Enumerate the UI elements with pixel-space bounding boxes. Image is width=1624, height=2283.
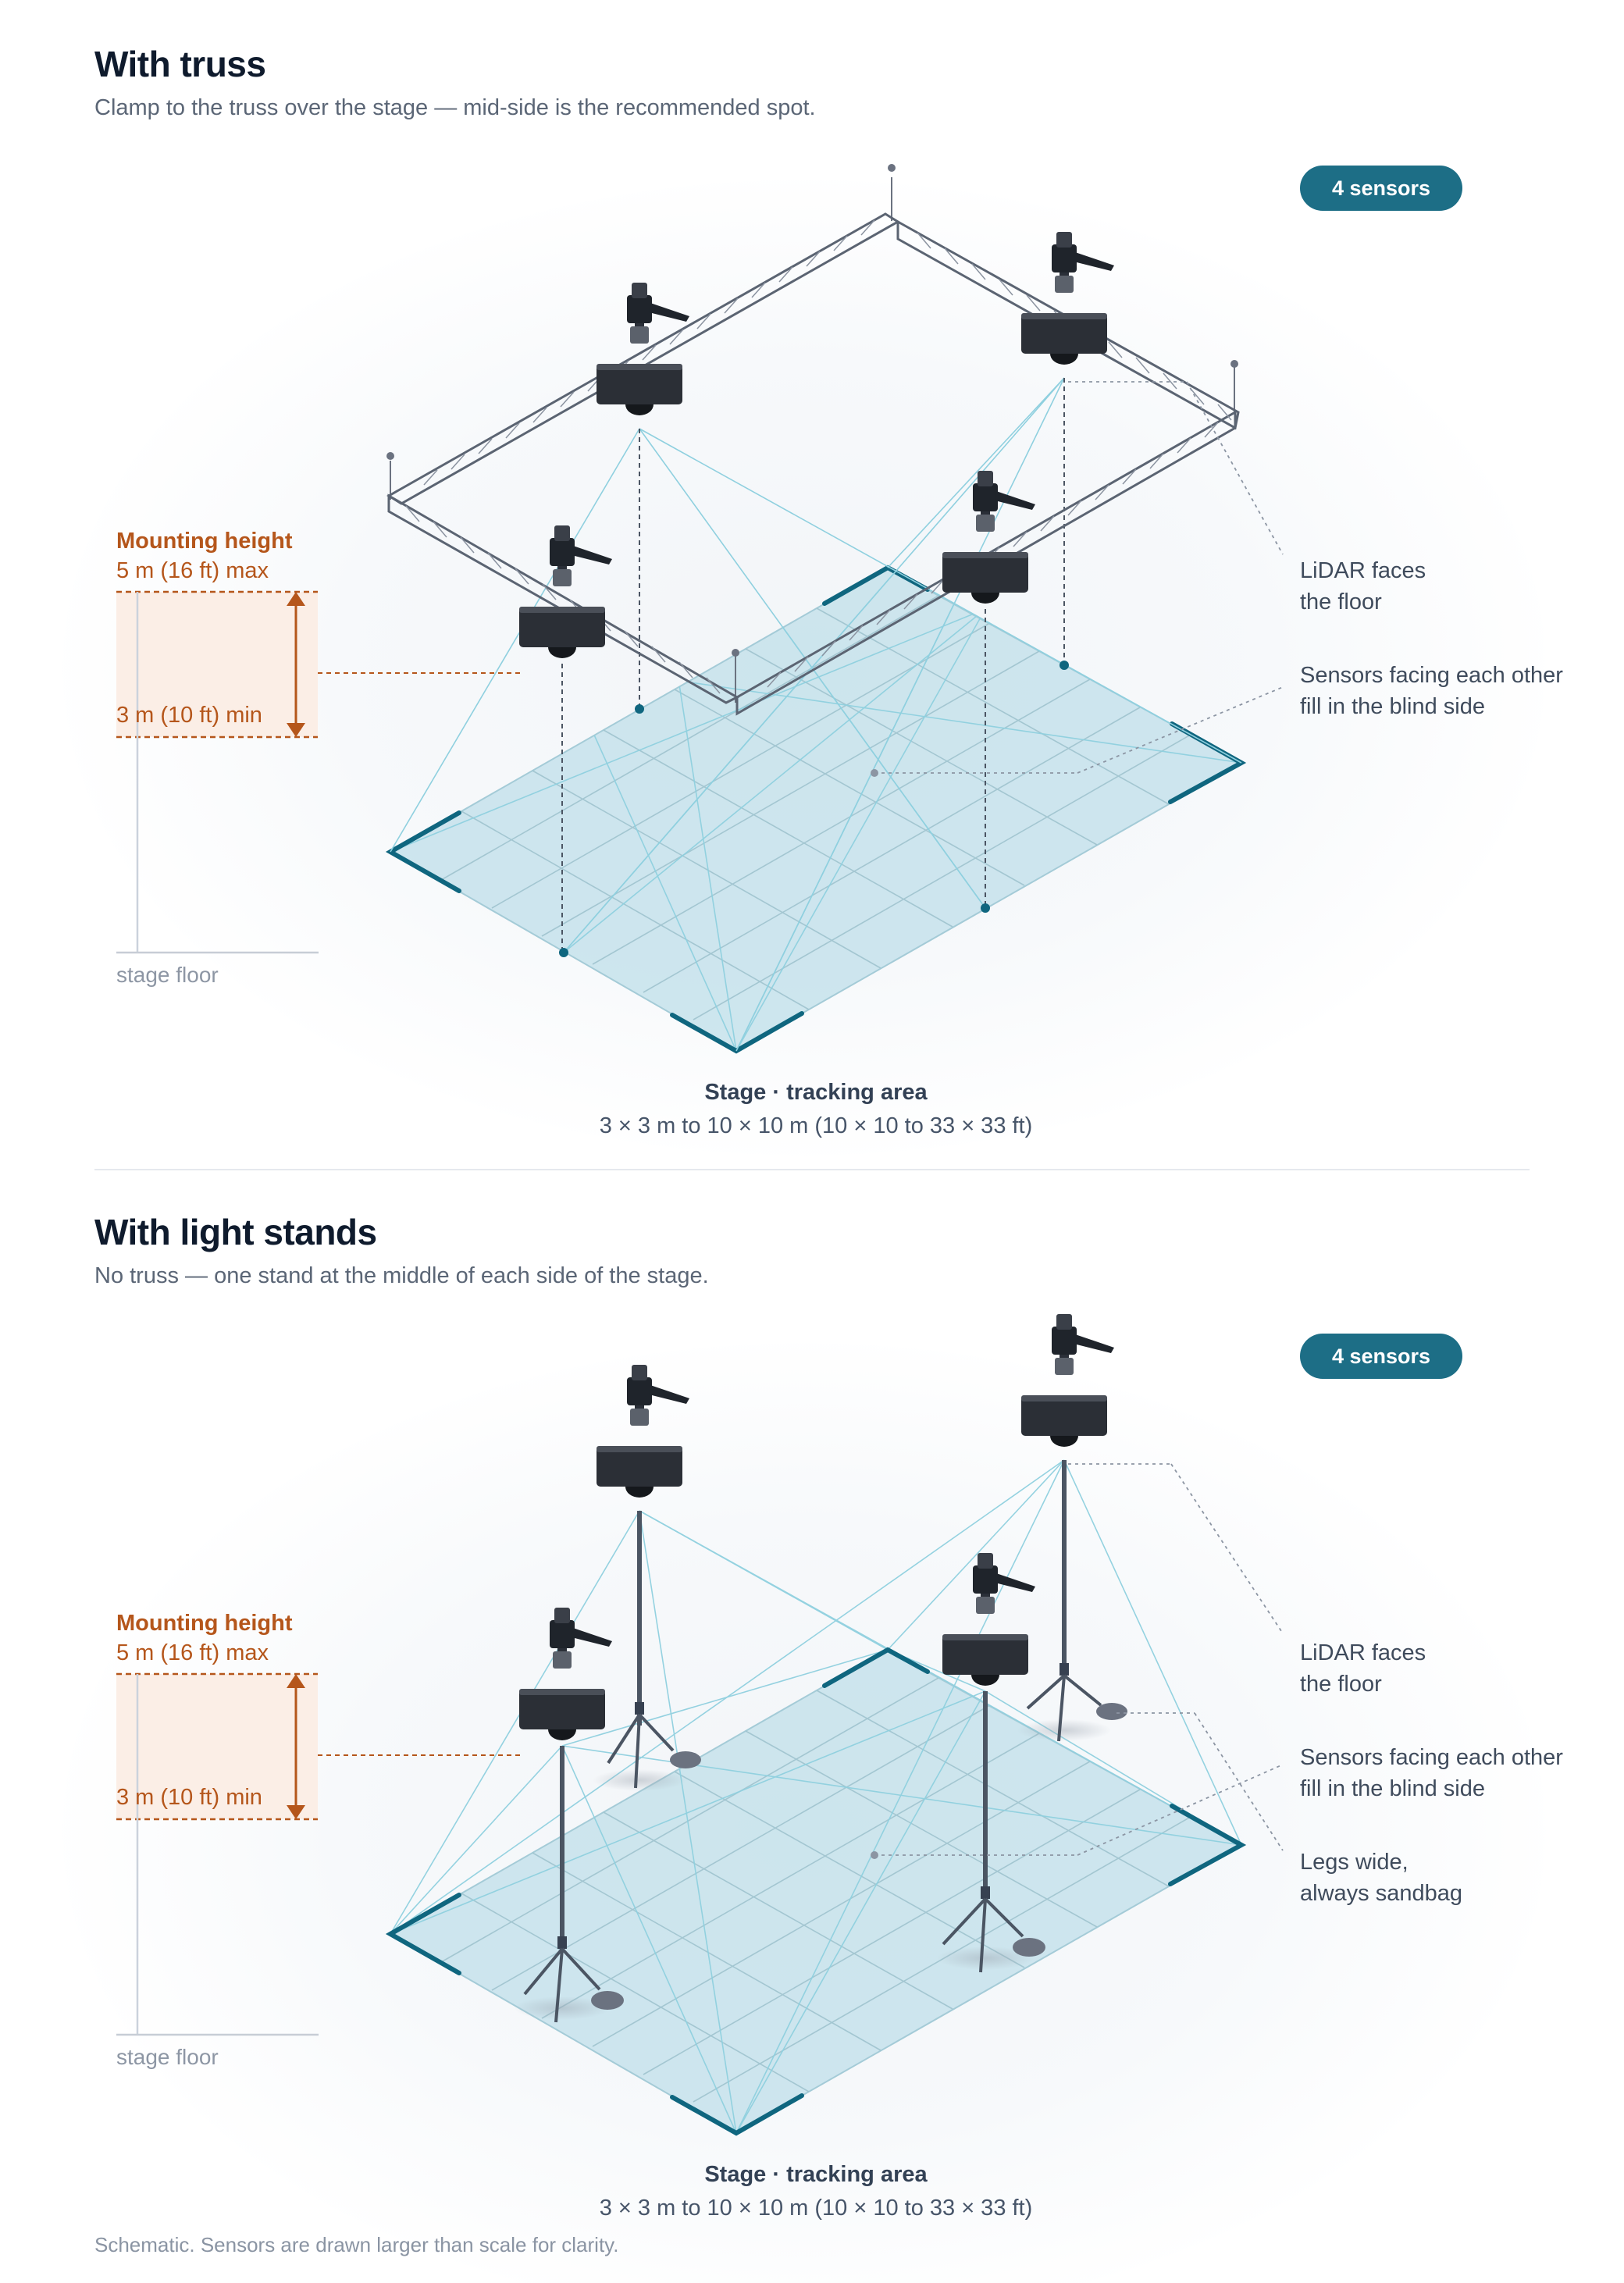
section-subtitle: No truss — one stand at the middle of ea… xyxy=(94,1263,709,1288)
sensor-rays xyxy=(390,1459,1242,2134)
light-stand-icon xyxy=(1017,1460,1127,1742)
mounting-height-label: Mounting height xyxy=(116,529,293,554)
arrow-down-icon xyxy=(287,1805,305,1819)
callout-lidar-line2: the floor xyxy=(1300,1672,1382,1697)
mounting-height-gauge: Mounting height 5 m (16 ft) max 3 m (10 … xyxy=(116,529,521,987)
light-stand-icon xyxy=(937,1691,1045,1973)
arrow-up-icon xyxy=(287,592,305,606)
stage-grid xyxy=(440,595,1191,1020)
lidar-sensor-icon xyxy=(519,525,612,658)
lidar-sensor-icon xyxy=(1021,232,1114,365)
height-max-label: 5 m (16 ft) max xyxy=(116,1640,269,1665)
stage-floor-label: stage floor xyxy=(116,963,219,987)
light-stands-section: With light stands No truss — one stand a… xyxy=(0,1163,1624,2283)
callouts: LiDAR faces the floor Sensors facing eac… xyxy=(874,381,1563,774)
sandbag-icon xyxy=(1013,1938,1045,1957)
footnote: Schematic. Sensors are drawn larger than… xyxy=(94,2233,619,2256)
height-range-band xyxy=(116,1674,318,1819)
stage-corner-marks xyxy=(385,1647,1247,2136)
section-title: With light stands xyxy=(94,1212,377,1252)
lidar-sensor-icon xyxy=(942,1553,1035,1686)
sandbag-icon xyxy=(591,1991,624,2010)
stage-floor-label: stage floor xyxy=(116,2045,219,2069)
truss-frame xyxy=(386,164,1240,716)
stage-tracking-area: Stage · tracking area 3 × 3 m to 10 × 10… xyxy=(385,1459,1247,2221)
callout-sandbag-line1: Legs wide, xyxy=(1300,1850,1409,1875)
truss-diagram: Mounting height 5 m (16 ft) max 3 m (10 … xyxy=(116,164,1563,1138)
light-stands-diagram: Mounting height 5 m (16 ft) max 3 m (10 … xyxy=(116,1314,1563,2221)
callout-blind-line1: Sensors facing each other xyxy=(1300,663,1563,688)
light-stand-icon xyxy=(593,1511,701,1791)
section-title: With truss xyxy=(94,44,266,84)
lidar-sensor-icon xyxy=(519,1608,612,1740)
sensors xyxy=(519,1314,1114,1740)
truss-lattice xyxy=(405,219,1232,694)
sandbag-icon xyxy=(1096,1703,1127,1720)
lidar-sensor-icon xyxy=(597,283,689,415)
stage-size: 3 × 3 m to 10 × 10 m (10 × 10 to 33 × 33… xyxy=(600,2196,1033,2221)
callout-blind-line2: fill in the blind side xyxy=(1300,1776,1485,1801)
lidar-sensor-icon xyxy=(942,471,1035,604)
callouts: LiDAR faces the floor Sensors facing eac… xyxy=(874,1463,1563,1906)
sensors xyxy=(519,232,1114,658)
stage-title: Stage · tracking area xyxy=(704,1080,928,1105)
height-min-label: 3 m (10 ft) min xyxy=(116,1785,262,1810)
callout-lidar-line1: LiDAR faces xyxy=(1300,558,1426,583)
floor-points xyxy=(559,661,1069,957)
lidar-sensor-icon xyxy=(597,1365,689,1498)
mounting-height-gauge: Mounting height 5 m (16 ft) max 3 m (10 … xyxy=(116,1611,521,2069)
callout-lidar-line1: LiDAR faces xyxy=(1300,1640,1426,1665)
arrow-down-icon xyxy=(287,723,305,737)
section-divider xyxy=(94,1169,1530,1170)
lidar-sensor-icon xyxy=(1021,1314,1114,1447)
callout-blind-line2: fill in the blind side xyxy=(1300,694,1485,719)
sensor-count-badge: 4 sensors xyxy=(1300,166,1462,211)
light-stand-icon xyxy=(514,1746,624,2023)
callout-blind-line1: Sensors facing each other xyxy=(1300,1745,1563,1770)
stage-tracking-area: Stage · tracking area 3 × 3 m to 10 × 10… xyxy=(385,377,1247,1138)
callout-sandbag-line2: always sandbag xyxy=(1300,1881,1462,1906)
sensor-count-badge: 4 sensors xyxy=(1300,1334,1462,1379)
mounting-height-label: Mounting height xyxy=(116,1611,293,1636)
sandbag-icon xyxy=(670,1751,701,1768)
truss-beams xyxy=(386,212,1240,716)
height-min-label: 3 m (10 ft) min xyxy=(116,703,262,728)
callout-lidar-line2: the floor xyxy=(1300,589,1382,614)
stage-title: Stage · tracking area xyxy=(704,2162,928,2187)
truss-section: With truss Clamp to the truss over the s… xyxy=(62,44,1563,1156)
arrow-up-icon xyxy=(287,1674,305,1688)
plumb-lines xyxy=(561,378,1065,953)
height-range-band xyxy=(116,592,318,737)
section-subtitle: Clamp to the truss over the stage — mid-… xyxy=(94,95,816,120)
height-max-label: 5 m (16 ft) max xyxy=(116,558,269,583)
stage-size: 3 × 3 m to 10 × 10 m (10 × 10 to 33 × 33… xyxy=(600,1113,1033,1138)
light-stands xyxy=(514,1460,1127,2023)
